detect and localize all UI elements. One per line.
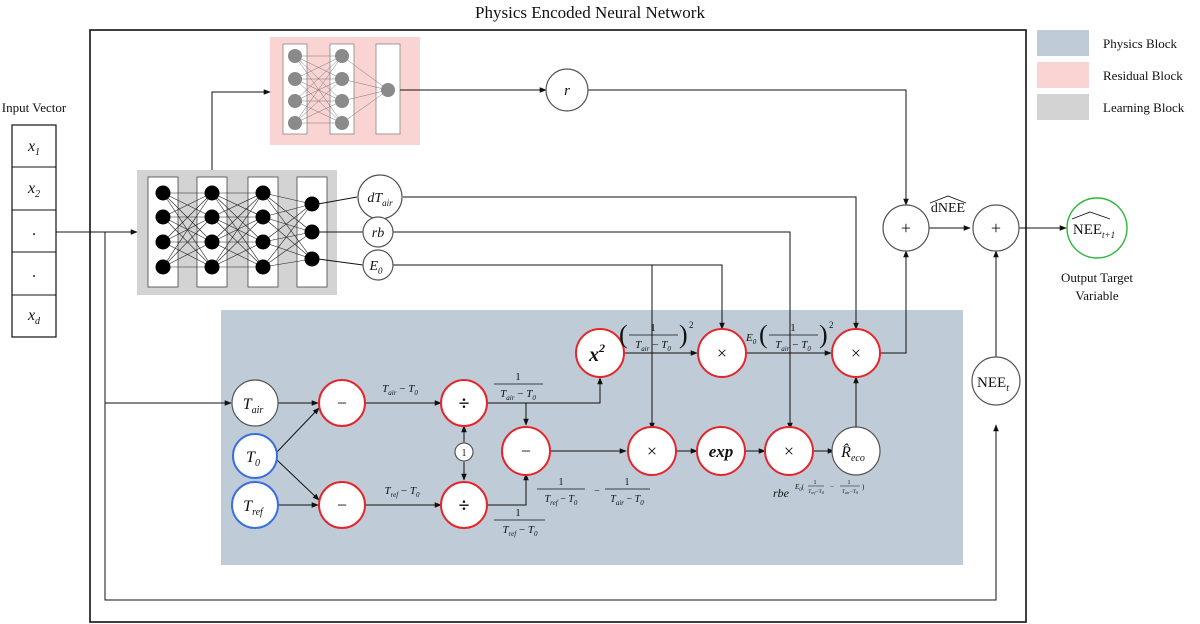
svg-text:Tref − T0: Tref − T0: [503, 524, 539, 538]
label-rbe-exponent: rbe E0( 1 Tref−T0 − 1 Tair−T0 ): [773, 480, 865, 500]
divide-node-bottom: [440, 481, 488, 529]
multiply-e0-sq-label: ×: [717, 343, 727, 363]
plus-node-output: [972, 204, 1020, 252]
minus-node-top: [318, 379, 366, 427]
svg-text:(: (: [759, 320, 768, 349]
output-node: [1066, 197, 1128, 259]
multiply-e0-diff-label: ×: [647, 441, 657, 461]
svg-text:2: 2: [689, 320, 694, 330]
svg-text:Tair − T0: Tair − T0: [635, 339, 671, 353]
math-annotations: Tair − T0 Tref − T0 1 Tair − T0 1 Tref −…: [382, 320, 865, 538]
rb-node: [362, 216, 394, 248]
svg-text:Tair − T0: Tair − T0: [500, 388, 536, 402]
connections: [56, 87, 1067, 601]
legend-label-physics: Physics Block: [1103, 36, 1178, 51]
divide-top-label: ÷: [459, 393, 470, 415]
svg-text:): ): [819, 320, 828, 349]
legend-label-learning: Learning Block: [1103, 100, 1185, 115]
svg-text:E0(: E0(: [794, 483, 805, 493]
svg-text:): ): [862, 483, 865, 491]
rb-label: rb: [372, 226, 384, 241]
outer-frame: [89, 29, 1027, 623]
subtract-reciprocal-node: [501, 426, 551, 476]
input-cell-dot-1: .: [32, 222, 36, 239]
square-node: [575, 328, 625, 378]
input-cell-dot-2: .: [32, 264, 36, 281]
multiply-node-e0-sq: [697, 328, 747, 378]
legend-label-residual: Residual Block: [1103, 68, 1183, 83]
exp-label: exp: [709, 442, 734, 461]
learning-network: [147, 176, 328, 288]
legend-swatch-learning: [1037, 94, 1089, 120]
multiply-node-e0-diff: [627, 426, 677, 476]
dnee-label: dNEE: [931, 201, 965, 216]
svg-text:1: 1: [559, 477, 564, 488]
multiply-node-rb: [764, 426, 814, 476]
output-label-line1: Output Target: [1061, 270, 1133, 285]
subtract-reciprocal-label: −: [521, 441, 531, 461]
divide-node-top: [440, 379, 488, 427]
svg-text:1: 1: [848, 480, 851, 486]
svg-text:E0: E0: [745, 332, 757, 346]
svg-text:Tref−T0: Tref−T0: [808, 489, 824, 495]
svg-text:(: (: [619, 320, 628, 349]
nee-t-node: [971, 356, 1021, 406]
legend-swatch-physics: [1037, 30, 1089, 56]
svg-text:−: −: [594, 486, 600, 497]
svg-text:−: −: [830, 483, 834, 491]
output-label-line2: Variable: [1075, 288, 1119, 303]
input-vector: x1 x2 . . xd: [11, 124, 57, 338]
label-tref-minus-t0: Tref − T0: [385, 485, 421, 499]
tair-node: [231, 379, 279, 427]
legend-swatch-residual: [1037, 62, 1089, 88]
svg-text:): ): [679, 320, 688, 349]
constant-one-node: [454, 442, 474, 462]
minus-bottom-label: −: [337, 495, 347, 515]
diagram-title: Physics Encoded Neural Network: [475, 3, 705, 22]
output-hat: [1071, 211, 1111, 220]
t0-node: [232, 433, 278, 479]
tref-node: [231, 481, 279, 529]
svg-text:1: 1: [515, 371, 521, 383]
residual-network: [282, 43, 401, 135]
svg-text:Tair−T0: Tair−T0: [842, 489, 858, 495]
constant-one-label: 1: [462, 448, 467, 459]
plus-residual-label: +: [901, 218, 911, 238]
label-tair-minus-t0: Tair − T0: [382, 383, 418, 397]
dnee-hat: [929, 195, 967, 204]
svg-text:1: 1: [814, 480, 817, 486]
exp-node: [696, 426, 746, 476]
minus-node-bottom: [318, 481, 366, 529]
legend: Physics Block Residual Block Learning Bl…: [1037, 30, 1185, 120]
svg-text:1: 1: [650, 322, 656, 334]
reco-node: [831, 426, 881, 476]
nee-t-label: NEEt: [977, 375, 1009, 394]
divide-bottom-label: ÷: [459, 495, 470, 517]
svg-text:Tair − T0: Tair − T0: [775, 339, 811, 353]
svg-text:1: 1: [790, 322, 796, 334]
residual-output-label: r: [564, 83, 570, 99]
input-vector-label: Input Vector: [2, 100, 67, 115]
multiply-rb-label: ×: [784, 441, 794, 461]
e0-node: [362, 249, 394, 281]
residual-output-node: [545, 68, 589, 112]
svg-text:1: 1: [515, 507, 521, 519]
plus-output-label: +: [991, 218, 1001, 238]
svg-text:2: 2: [829, 320, 834, 330]
multiply-node-final: [831, 328, 881, 378]
svg-text:rbe: rbe: [773, 486, 790, 500]
multiply-final-label: ×: [851, 343, 861, 363]
svg-text:1: 1: [625, 477, 630, 488]
minus-top-label: −: [337, 393, 347, 413]
plus-node-residual: [882, 204, 930, 252]
